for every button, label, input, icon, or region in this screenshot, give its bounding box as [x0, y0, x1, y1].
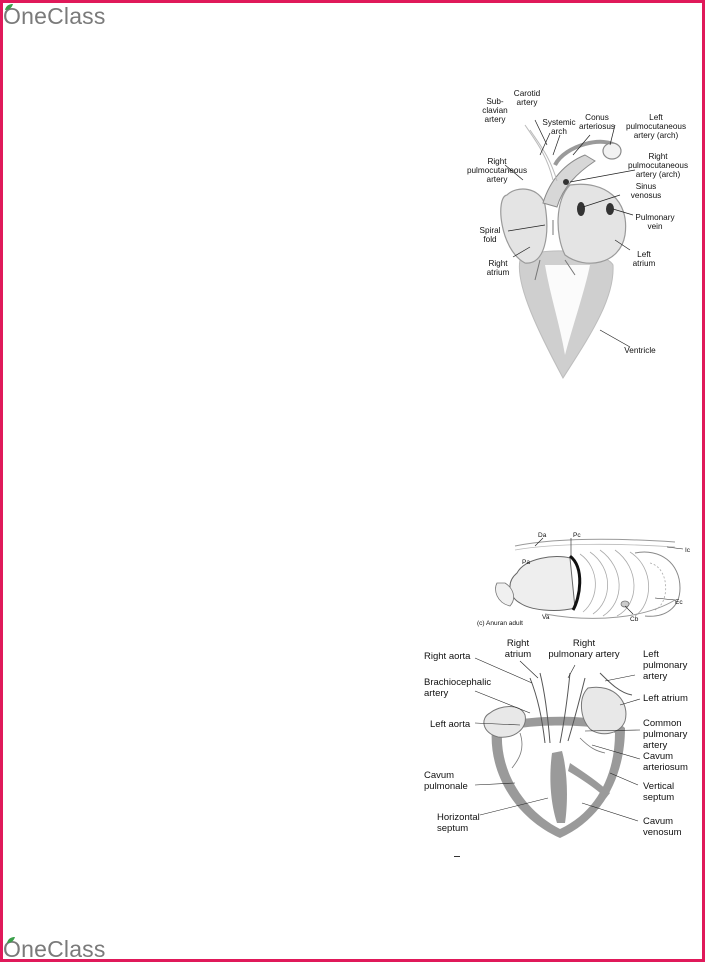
label-left-pulm-3: artery: [643, 671, 668, 682]
label-right-pulmo-arch-2: pulmocutaneous: [628, 161, 688, 170]
label-pulmonary-vein-2: vein: [647, 222, 662, 231]
label-right-pulm-2: pulmonary artery: [548, 649, 620, 660]
label-pc: Pc: [573, 532, 581, 539]
label-subclavian-2: clavian: [482, 106, 508, 115]
label-right-pulmo-arch-3: artery (arch): [636, 170, 681, 179]
stray-dash: [454, 856, 460, 857]
label-conus-2: arteriosus: [579, 122, 615, 131]
label-pa: Pa: [522, 559, 530, 566]
label-sinus-2: venosus: [631, 191, 662, 200]
label-systemic-2: arch: [551, 127, 567, 136]
label-left-atrium-2: atrium: [633, 259, 656, 268]
reptile-heart-diagram: Right aorta Right atrium Right pulmonary…: [424, 638, 688, 838]
label-cavum-ven-1: Cavum: [643, 816, 673, 827]
label-horizontal-1: Horizontal: [437, 812, 480, 823]
label-right-aorta: Right aorta: [424, 651, 471, 662]
label-spiral-2: fold: [483, 235, 497, 244]
label-da: Da: [538, 532, 547, 539]
label-brachio-1: Brachiocephalic: [424, 677, 491, 688]
label-conus-1: Conus: [585, 113, 609, 122]
label-ec: Ec: [675, 599, 683, 606]
label-right-pulmo-artery-2: pulmocutaneous: [467, 166, 527, 175]
label-horizontal-2: septum: [437, 823, 468, 834]
label-subclavian-3: artery: [485, 115, 507, 124]
label-ic: Ic: [685, 547, 691, 554]
label-cavum-art-2: arteriosum: [643, 762, 688, 773]
label-vertical-1: Vertical: [643, 781, 674, 792]
label-vertical-2: septum: [643, 792, 674, 803]
label-left-pulm-1: Left: [643, 649, 659, 660]
label-right-atrium-1: Right: [507, 638, 530, 649]
label-pulmonary-vein-1: Pulmonary: [635, 213, 675, 222]
leaf-icon: [7, 937, 15, 943]
label-left-pulmo-1: Left: [649, 113, 663, 122]
label-cavum-art-1: Cavum: [643, 751, 673, 762]
label-cavum-pulm-1: Cavum: [424, 770, 454, 781]
label-common-pulm-2: pulmonary: [643, 729, 688, 740]
label-common-pulm-1: Common: [643, 718, 682, 729]
label-left-pulmo-2: pulmocutaneous: [626, 122, 686, 131]
label-left-atrium-1: Left: [637, 250, 651, 259]
label-left-pulmo-3: artery (arch): [634, 131, 679, 140]
label-spiral-1: Spiral: [480, 226, 501, 235]
label-right-pulmo-artery-3: artery: [487, 175, 509, 184]
label-right-atrium-2: atrium: [487, 268, 510, 277]
label-right-atrium-2: atrium: [505, 649, 531, 660]
label-left-atrium: Left atrium: [643, 693, 688, 704]
label-systemic-1: Systemic: [542, 118, 575, 127]
label-common-pulm-3: artery: [643, 740, 668, 751]
logo-text: OneClass: [3, 936, 106, 962]
logo-text: OneClass: [3, 3, 106, 29]
label-carotid-1: Carotid: [514, 89, 541, 98]
label-cavum-pulm-2: pulmonale: [424, 781, 468, 792]
oneclass-logo-top: OneClass: [3, 3, 106, 30]
label-sinus-1: Sinus: [636, 182, 656, 191]
label-cavum-ven-2: venosum: [643, 827, 682, 838]
oneclass-logo-bottom: OneClass: [3, 936, 106, 963]
label-brachio-2: artery: [424, 688, 449, 699]
label-va: Va: [542, 614, 550, 621]
label-ventricle: Ventricle: [624, 346, 656, 355]
anuran-adult-diagram: Da Pc Ic Pa Ec Va Cb (c) Anuran adult: [477, 532, 691, 627]
label-cb: Cb: [630, 616, 639, 623]
frog-heart-diagram: Carotid artery Sub- clavian artery Syste…: [467, 89, 688, 379]
label-subclavian-1: Sub-: [486, 97, 504, 106]
label-right-pulmo-artery-1: Right: [487, 157, 507, 166]
figure-caption-anuran: (c) Anuran adult: [477, 620, 523, 627]
leaf-icon: [5, 4, 13, 10]
label-right-pulmo-arch-1: Right: [648, 152, 668, 161]
label-right-pulm-1: Right: [573, 638, 596, 649]
label-left-pulm-2: pulmonary: [643, 660, 688, 671]
label-carotid-2: artery: [517, 98, 539, 107]
label-right-atrium-1: Right: [488, 259, 508, 268]
label-left-aorta: Left aorta: [430, 719, 471, 730]
